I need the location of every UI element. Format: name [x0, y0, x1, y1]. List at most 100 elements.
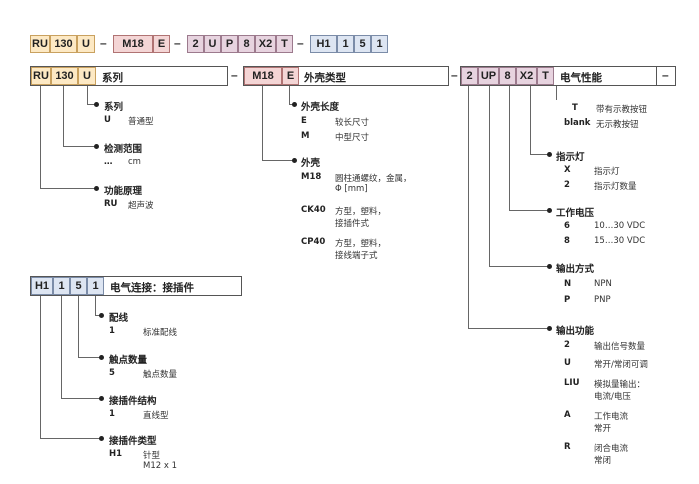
housing-key-cp40: CP40	[301, 237, 326, 247]
housing-type-label: 外壳类型	[304, 72, 346, 84]
housing-title: 外壳	[301, 158, 321, 169]
code-cell-e: E	[153, 35, 170, 53]
code-cell-x2: X2	[255, 35, 276, 53]
output-mode-title: 输出方式	[556, 264, 595, 275]
indicator-value-2: 指示灯数量	[594, 182, 637, 192]
range-key: …	[104, 157, 113, 167]
voltage-dot	[547, 208, 552, 213]
length-key-e: E	[301, 116, 307, 126]
code-cell-8: 8	[238, 35, 255, 53]
housing-value-m18-2: Φ [mm]	[335, 184, 368, 194]
code-cell-h1: H1	[310, 35, 337, 53]
header-cell-130: 130	[51, 67, 78, 85]
output-function-value-liu-2: 电流/电压	[594, 392, 631, 402]
range-title: 检测范围	[104, 144, 143, 155]
length-dot	[292, 102, 297, 107]
output-function-key-liu: LIU	[564, 378, 580, 388]
header-cell-t: T	[537, 67, 554, 85]
code-cell-p: P	[221, 35, 238, 53]
housing-value-cp40-1: 方型，塑料，	[335, 239, 387, 249]
wiring-key: 1	[109, 326, 115, 336]
output-function-value-a-1: 工作电流	[594, 412, 629, 422]
output-mode-value-p: PNP	[594, 295, 611, 305]
housing-key-m18: M18	[301, 172, 322, 182]
header-cell-m18: M18	[244, 67, 282, 85]
output-function-title: 输出功能	[556, 326, 595, 337]
structure-key: 1	[109, 409, 115, 419]
code-dash-1: –	[100, 36, 107, 50]
wiring-dot	[99, 313, 104, 318]
series-dot	[94, 102, 99, 107]
range-dot	[94, 144, 99, 149]
contacts-key: 5	[109, 368, 115, 378]
output-function-key-a: A	[564, 410, 571, 420]
voltage-key-8: 8	[564, 236, 570, 246]
code-dash-3: –	[297, 36, 304, 50]
housing-value-m18-1: 圆柱通螺纹，金属，	[335, 174, 412, 184]
voltage-value-8: 15…30 VDC	[594, 236, 646, 246]
electrical-label: 电气性能	[560, 72, 602, 84]
code-cell-ru: RU	[30, 35, 50, 53]
housing-value-ck40-1: 方型，塑料，	[335, 207, 387, 217]
contacts-title: 触点数量	[109, 355, 148, 366]
teach-value-t: 带有示教按钮	[596, 105, 648, 115]
indicator-title: 指示灯	[556, 152, 585, 163]
code-cell-c1: 1	[337, 35, 354, 53]
length-value-m: 中型尺寸	[335, 133, 370, 143]
connection-label: 电气连接：接插件	[110, 282, 194, 294]
output-mode-key-p: P	[564, 295, 571, 305]
indicator-dot	[547, 152, 552, 157]
header-cell-x2: X2	[516, 67, 537, 85]
voltage-value-6: 10…30 VDC	[594, 221, 646, 231]
output-mode-key-n: N	[564, 279, 572, 289]
voltage-key-6: 6	[564, 221, 570, 231]
output-function-value-a-2: 常开	[594, 424, 612, 434]
type-key: H1	[109, 449, 123, 459]
series-key: U	[104, 115, 111, 125]
structure-dot	[99, 396, 104, 401]
output-function-value-r-1: 闭合电流	[594, 444, 629, 454]
type-dot	[99, 436, 104, 441]
length-value-e: 较长尺寸	[335, 118, 370, 128]
contacts-dot	[99, 355, 104, 360]
type-value-2: M12 x 1	[143, 461, 177, 471]
indicator-value-x: 指示灯	[594, 167, 620, 177]
code-cell-c1b: 1	[371, 35, 388, 53]
output-function-dot	[547, 326, 552, 331]
header-cell-up: UP	[478, 67, 499, 85]
structure-title: 接插件结构	[109, 396, 157, 407]
principle-value: 超声波	[128, 201, 154, 211]
connection-cell-5: 5	[70, 277, 87, 295]
range-value: cm	[128, 157, 141, 167]
housing-key-ck40: CK40	[301, 205, 326, 215]
teach-key-t: T	[572, 103, 578, 113]
housing-value-cp40-2: 接线端子式	[335, 251, 378, 261]
code-cell-m18: M18	[113, 35, 153, 53]
output-function-key-2: 2	[564, 340, 570, 350]
connection-cell-h1: H1	[31, 277, 53, 295]
type-value-1: 针型	[143, 451, 161, 461]
header-dash-2: –	[451, 68, 458, 82]
structure-value: 直线型	[143, 411, 169, 421]
principle-dot	[94, 186, 99, 191]
series-title: 系列	[104, 102, 124, 113]
housing-value-ck40-2: 接插件式	[335, 219, 370, 229]
header-cell-u: U	[78, 67, 96, 85]
header-dash-3: –	[662, 68, 669, 82]
output-function-value-2: 输出信号数量	[594, 342, 646, 352]
output-function-value-r-2: 常闭	[594, 456, 612, 466]
output-mode-value-n: NPN	[594, 279, 612, 289]
wiring-value: 标准配线	[143, 328, 178, 338]
output-function-value-u: 常开/常闭可调	[594, 360, 648, 370]
principle-key: RU	[104, 199, 118, 209]
principle-title: 功能原理	[104, 186, 143, 197]
output-function-key-u: U	[564, 358, 571, 368]
code-cell-c5: 5	[354, 35, 371, 53]
connection-cell-1b: 1	[87, 277, 104, 295]
header-cell-2: 2	[461, 67, 478, 85]
voltage-title: 工作电压	[556, 208, 595, 219]
code-cell-u: U	[77, 35, 95, 53]
housing-dot	[292, 158, 297, 163]
indicator-key-x: X	[564, 165, 571, 175]
type-title: 接插件类型	[109, 436, 157, 447]
